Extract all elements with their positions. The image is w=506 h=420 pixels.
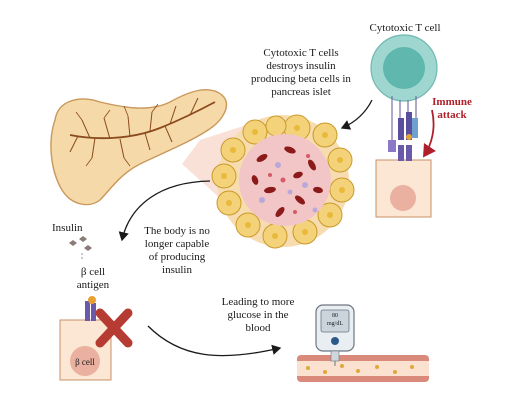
islet-to-insulin-arrow bbox=[118, 180, 211, 242]
pancreas-islet bbox=[211, 114, 355, 249]
destroy-caption-line-3: producing beta cells in bbox=[251, 73, 351, 85]
destroy-caption-line-2: destroys insulin bbox=[266, 60, 336, 72]
pancreas bbox=[50, 89, 227, 206]
destroy-caption-line-4: pancreas islet bbox=[271, 86, 331, 98]
insulin-particles bbox=[69, 236, 92, 251]
body-caption-line-1: The body is no bbox=[144, 225, 210, 237]
glucose-meter bbox=[315, 304, 355, 366]
beta-cell bbox=[59, 296, 112, 381]
t-cell bbox=[370, 34, 438, 152]
target-beta-cell bbox=[375, 145, 432, 218]
antigen-label-line-2: antigen bbox=[76, 279, 110, 291]
glucose-caption-line-3: blood bbox=[245, 322, 271, 334]
meter-reading-value: 80 bbox=[332, 313, 338, 319]
body-caption-line-3: of producing bbox=[148, 251, 206, 263]
t-cell-title: Cytotoxic T cell bbox=[369, 22, 441, 34]
destroy-caption-line-1: Cytotoxic T cells bbox=[263, 47, 339, 59]
attack-arrow bbox=[423, 109, 436, 158]
antigen-label-line-1: β cell bbox=[80, 266, 106, 278]
glucose-caption-line-2: glucose in the bbox=[227, 309, 289, 321]
insulin-label: Insulin bbox=[52, 222, 83, 234]
meter-reading-unit: mg/dL bbox=[327, 321, 343, 327]
blood-vessel bbox=[297, 355, 429, 382]
body-caption-line-2: longer capable bbox=[144, 238, 210, 250]
to-glucose-arrow bbox=[147, 325, 282, 357]
body-caption-line-4: insulin bbox=[162, 264, 192, 276]
glucose-caption-line-1: Leading to more bbox=[221, 296, 295, 308]
tcell-to-islet-arrow bbox=[340, 99, 373, 130]
beta-cell-label: β cell bbox=[75, 357, 95, 367]
cross-mark bbox=[95, 308, 133, 348]
immune-attack-line-2: attack bbox=[437, 109, 467, 121]
immune-attack-line-1: Immune bbox=[432, 96, 472, 108]
